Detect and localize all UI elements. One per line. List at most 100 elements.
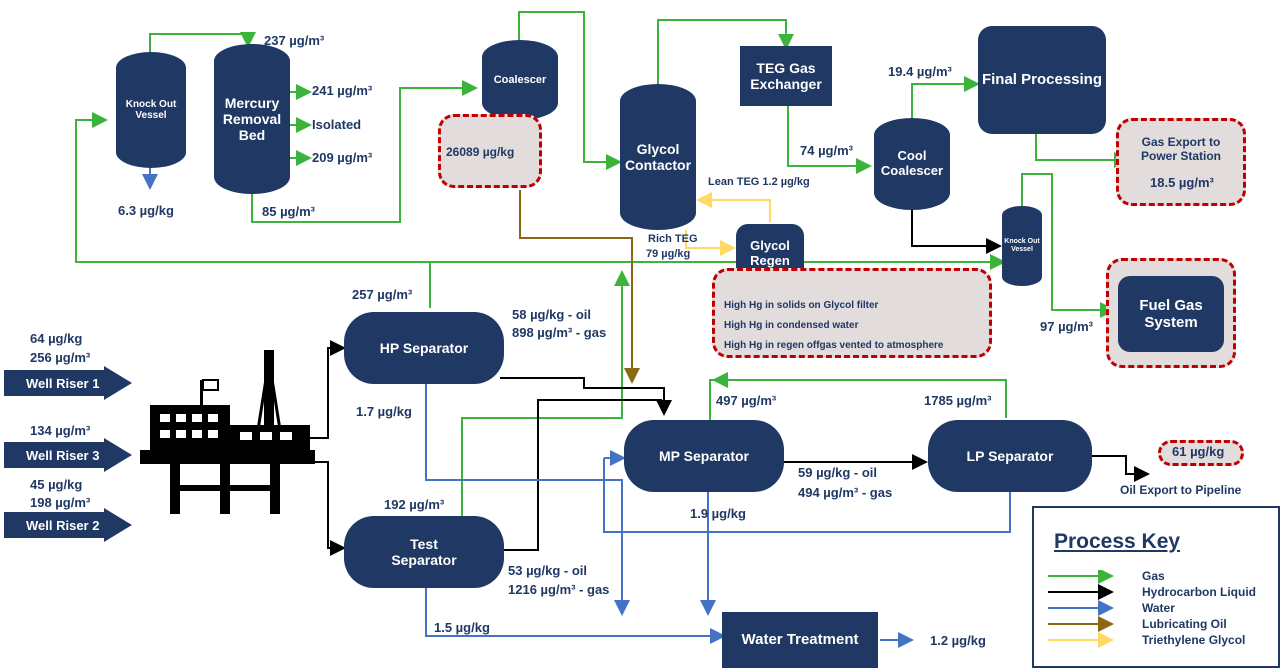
regen-note: High Hg in condensed water	[724, 320, 859, 331]
test-gas-value: 192 µg/m³	[384, 497, 445, 512]
gas-line	[1035, 132, 1130, 168]
glycol-regen-notes	[712, 268, 992, 358]
liquid-line	[500, 377, 672, 416]
mrb-bottom-value: 85 µg/m³	[262, 204, 316, 219]
knock-out-vessel-1[interactable]: Knock Out Vessel	[116, 52, 186, 168]
gas-line	[461, 270, 630, 516]
gas-export-box[interactable]	[1116, 118, 1246, 206]
cool-coalescer[interactable]: Cool Coalescer	[874, 118, 950, 210]
regen-note: High Hg in regen offgas vented to atmosp…	[724, 340, 944, 351]
kov-bottom-value: 6.3 µg/kg	[118, 203, 174, 218]
mp-gas-value: 497 µg/m³	[716, 393, 777, 408]
well-riser-2-value: 45 µg/kg	[30, 477, 83, 492]
mp-separator[interactable]: MP Separator	[624, 420, 784, 492]
liquid-line	[310, 340, 346, 439]
key-water-label: Water	[1142, 601, 1175, 615]
well-riser-2-value: 198 µg/m³	[30, 495, 91, 510]
lube-line	[519, 190, 640, 384]
mrb-isolated-label: Isolated	[312, 117, 362, 132]
hp-separator[interactable]: HP Separator	[344, 312, 504, 384]
rich-teg-value: 79 µg/kg	[646, 248, 691, 260]
final-processing[interactable]: Final Processing	[978, 26, 1106, 134]
mp-separator-label: MP Separator	[659, 447, 749, 464]
knock-out-vessel-2[interactable]: Knock Out Vessel	[1002, 206, 1042, 286]
well-riser-3-arrow[interactable]: Well Riser 3	[4, 438, 134, 472]
gas-line	[518, 11, 622, 170]
test-gas-out-value: 1216 µg/m³ - gas	[508, 582, 610, 597]
oil-export-label: Oil Export to Pipeline	[1120, 483, 1242, 497]
hp-water-value: 1.7 µg/kg	[356, 404, 412, 419]
knock-out-vessel-1-label: Knock Out Vessel	[125, 98, 177, 122]
fuel-gas-in-value: 97 µg/m³	[1040, 319, 1094, 334]
hp-separator-label: HP Separator	[379, 339, 469, 356]
mrb-out3-value: 209 µg/m³	[312, 150, 373, 165]
mrb-out1-value: 241 µg/m³	[312, 83, 373, 98]
key-gas-label: Gas	[1142, 569, 1165, 583]
water-out-value: 1.2 µg/kg	[930, 633, 986, 648]
process-key-swatches	[1048, 570, 1114, 648]
gas-export-label: Gas Export to Power Station	[1140, 135, 1221, 163]
oil-export-value: 61 µg/kg	[1172, 444, 1225, 459]
rich-teg-label: Rich TEG	[648, 233, 698, 245]
water-line	[425, 384, 630, 616]
gas-line	[657, 19, 794, 84]
well-riser-2-arrow[interactable]: Well Riser 2	[4, 508, 134, 542]
well-riser-1-value: 64 µg/kg	[30, 331, 83, 346]
oil-export-hotspot	[1158, 440, 1244, 466]
test-water-value: 1.5 µg/kg	[434, 620, 490, 635]
test-oil-value: 53 µg/kg - oil	[508, 563, 588, 578]
hp-gas-out-value: 898 µg/m³ - gas	[512, 325, 607, 340]
cool-top-value: 19.4 µg/m³	[888, 64, 952, 79]
teg-gas-exchanger-label: TEG Gas Exchanger	[750, 59, 822, 92]
platform-icon	[140, 350, 315, 514]
well-riser-3-value: 134 µg/m³	[30, 423, 91, 438]
coalescer-liquid-value: 26089 µg/kg	[446, 145, 515, 159]
final-processing-label: Final Processing	[981, 71, 1103, 89]
liquid-line	[504, 399, 662, 551]
well-riser-1-label: Well Riser 1	[26, 376, 99, 391]
water-line	[425, 586, 726, 644]
gas-line	[251, 80, 478, 223]
glycol-line	[696, 192, 771, 222]
mercury-removal-bed-label: Mercury Removal Bed	[222, 94, 282, 144]
water-line	[603, 458, 1011, 533]
lean-teg-label: Lean TEG 1.2 µg/kg	[708, 176, 810, 188]
teg-gas-exchanger[interactable]: TEG Gas Exchanger	[740, 46, 832, 106]
key-liquid-label: Hydrocarbon Liquid	[1142, 585, 1256, 599]
lp-separator[interactable]: LP Separator	[928, 420, 1092, 492]
process-key: Process Key Gas Hydrocarbon Liquid Water…	[1032, 506, 1280, 668]
glycol-contactor[interactable]: Glycol Contactor	[620, 84, 696, 230]
gas-line	[712, 372, 1007, 418]
glycol-line	[685, 230, 736, 256]
fuel-gas-system-label: Fuel Gas System	[1139, 296, 1203, 331]
well-riser-3-label: Well Riser 3	[26, 448, 99, 463]
teg-out-value: 74 µg/m³	[800, 143, 854, 158]
liquid-line	[911, 208, 1002, 254]
mp-water-value: 1.9 µg/kg	[690, 506, 746, 521]
gas-line	[75, 112, 431, 308]
key-glycol-label: Triethylene Glycol	[1142, 633, 1246, 647]
test-separator[interactable]: Test Separator	[344, 516, 504, 588]
well-riser-1-arrow[interactable]: Well Riser 1	[4, 366, 134, 400]
mercury-removal-bed[interactable]: Mercury Removal Bed	[214, 44, 290, 194]
mrb-in-value: 237 µg/m³	[264, 33, 325, 48]
glycol-contactor-label: Glycol Contactor	[624, 140, 692, 173]
fuel-gas-system[interactable]: Fuel Gas System	[1118, 276, 1224, 352]
gas-export-value: 18.5 µg/m³	[1150, 175, 1214, 190]
gas-line	[149, 32, 256, 56]
well-riser-2-label: Well Riser 2	[26, 518, 99, 533]
process-key-title: Process Key	[1054, 530, 1181, 553]
well-riser-1-value: 256 µg/m³	[30, 350, 91, 365]
gas-line	[1021, 173, 1116, 318]
regen-note: High Hg in solids on Glycol filter	[724, 300, 879, 311]
coalescer-label: Coalescer	[493, 73, 547, 86]
lp-gas-value: 1785 µg/m³	[924, 393, 992, 408]
water-treatment-label: Water Treatment	[741, 631, 859, 649]
lp-separator-label: LP Separator	[966, 447, 1054, 464]
coalescer[interactable]: Coalescer	[482, 40, 558, 120]
glycol-regen-label: Glycol Regen	[750, 238, 790, 268]
liquid-line	[1092, 455, 1150, 482]
hp-gas-value: 257 µg/m³	[352, 287, 413, 302]
water-treatment[interactable]: Water Treatment	[722, 612, 878, 668]
